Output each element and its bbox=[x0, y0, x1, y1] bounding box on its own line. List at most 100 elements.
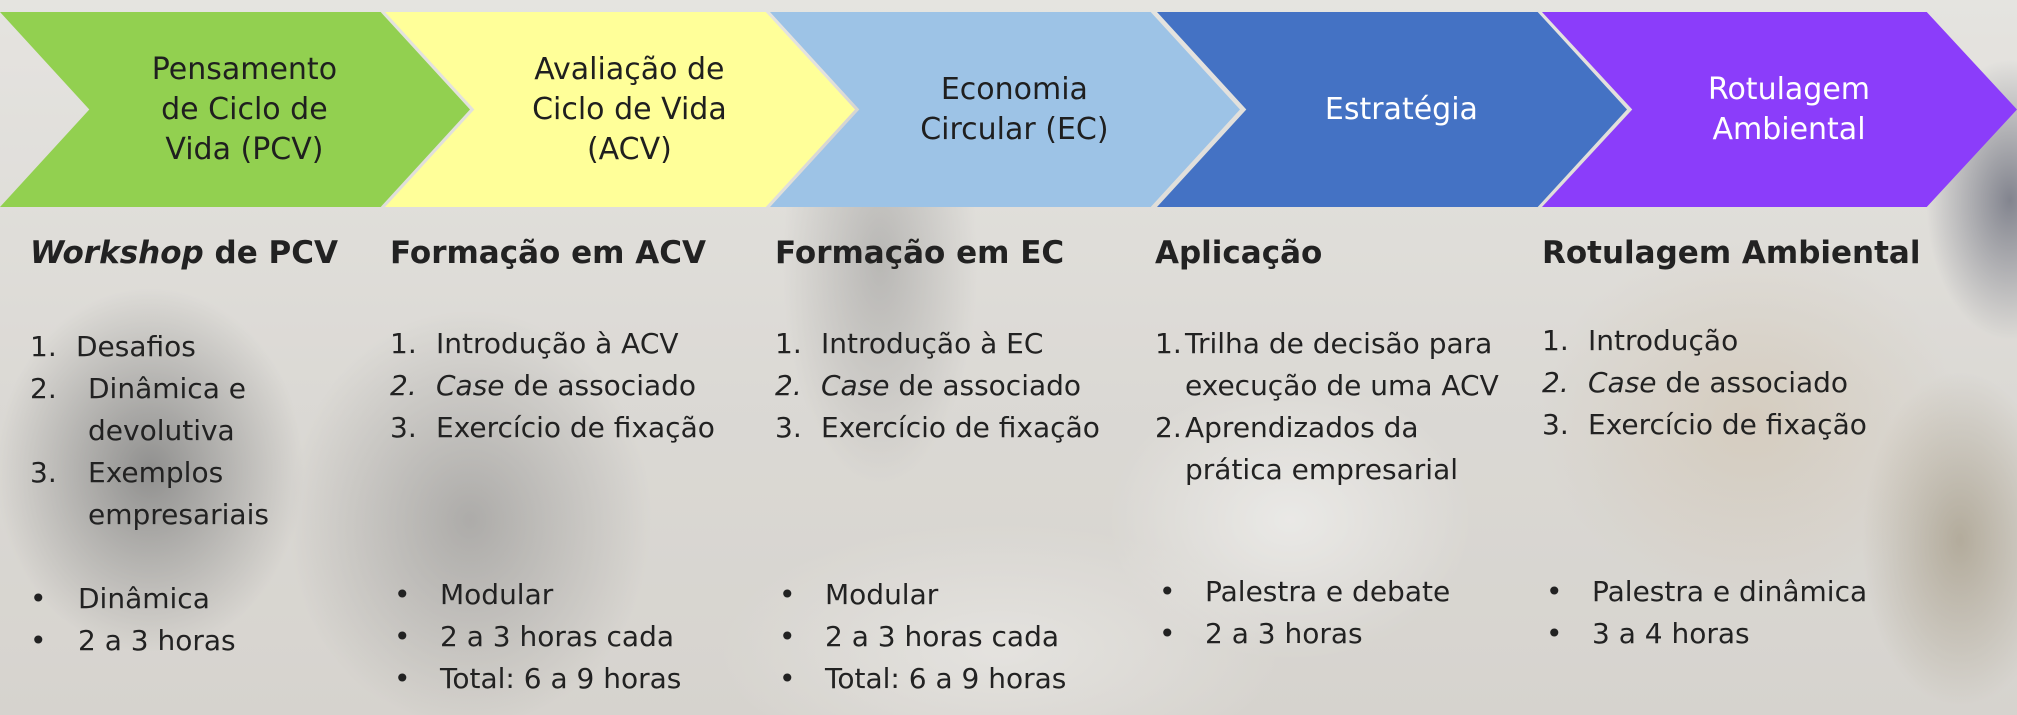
step-item: 2. Case de associado bbox=[390, 365, 730, 407]
fact-text: 3 a 4 horas bbox=[1592, 617, 1750, 650]
stage-label: Estratégia bbox=[1324, 91, 1478, 127]
step-text: Exercício de fixação bbox=[821, 411, 1100, 444]
column-aplicacao: Aplicação 1.Trilha de decisão para execu… bbox=[1155, 228, 1499, 650]
step-text: Introdução à ACV bbox=[436, 327, 679, 360]
step-text: Introdução à EC bbox=[821, 327, 1044, 360]
stage-label: Economia Circular (EC) bbox=[920, 71, 1109, 147]
bullet-icon: • bbox=[1159, 575, 1176, 608]
bullet-icon: • bbox=[1159, 617, 1176, 650]
fact-text: Total: 6 a 9 horas bbox=[440, 662, 682, 695]
steps-list: 1.Introdução à EC 2.Case de associado 3.… bbox=[775, 323, 1115, 449]
step-number: 1. bbox=[30, 330, 57, 363]
bullet-icon: • bbox=[1546, 575, 1563, 608]
fact-item: • 3 a 4 horas bbox=[1542, 613, 1882, 655]
bullet-icon: • bbox=[30, 582, 47, 615]
fact-item: • Palestra e dinâmica bbox=[1542, 571, 1882, 613]
fact-item: •Dinâmica bbox=[30, 578, 290, 620]
column-heading: Workshop de PCV bbox=[30, 228, 338, 278]
fact-text: 2 a 3 horas bbox=[78, 624, 236, 657]
step-italic: Case bbox=[821, 369, 890, 402]
step-item: 1. Introdução à EC bbox=[775, 323, 1115, 365]
step-text: Dinâmica e devolutiva bbox=[88, 372, 246, 447]
step-number: 3. bbox=[30, 456, 57, 489]
step-item: 1.Trilha de decisão para execução de uma… bbox=[1155, 323, 1500, 407]
step-number: 2. bbox=[775, 369, 802, 402]
stage-label: Rotulagem Ambiental bbox=[1707, 71, 1871, 147]
column-heading: Formação em EC bbox=[775, 235, 1065, 271]
bullet-icon: • bbox=[779, 662, 796, 695]
facts-list: •Dinâmica • 2 a 3 horas bbox=[30, 578, 290, 662]
fact-item: • Modular bbox=[390, 574, 730, 616]
step-text: de associado bbox=[1656, 366, 1849, 399]
heading-text: de PCV bbox=[203, 235, 338, 271]
column-formacao-ec: Formação em EC 1.Introdução à EC 2.Case … bbox=[775, 228, 1100, 695]
bullet-icon: • bbox=[30, 624, 47, 657]
fact-item: • Modular bbox=[775, 574, 1115, 616]
step-item: 2. Case de associado bbox=[1542, 362, 1882, 404]
step-number: 1. bbox=[390, 327, 417, 360]
step-italic: Case bbox=[1588, 366, 1657, 399]
step-number: 1. bbox=[1155, 327, 1182, 360]
column-heading: Formação em ACV bbox=[390, 235, 706, 271]
fact-text: Modular bbox=[440, 578, 554, 611]
step-item: 3. Exemplos empresariais bbox=[30, 452, 290, 536]
stage-label: Pensamento de Ciclo de Vida (PCV) bbox=[151, 51, 338, 167]
step-text: Exercício de fixação bbox=[1588, 408, 1867, 441]
column-workshop-pcv: Workshop de PCV 1. Desafios 2. Dinâmica e … bbox=[30, 228, 338, 657]
fact-text: Modular bbox=[825, 578, 939, 611]
step-number: 2. bbox=[30, 372, 57, 405]
bullet-icon: • bbox=[394, 578, 411, 611]
fact-text: 2 a 3 horas bbox=[1205, 617, 1363, 650]
fact-text: Total: 6 a 9 horas bbox=[825, 662, 1067, 695]
fact-text: Palestra e dinâmica bbox=[1592, 575, 1868, 608]
facts-list: • Palestra e debate • 2 a 3 horas bbox=[1155, 571, 1495, 655]
steps-list: 1. Desafios 2. Dinâmica e devolutiva 3. Exe… bbox=[30, 326, 290, 536]
step-number: 1. bbox=[775, 327, 802, 360]
step-number: 2. bbox=[1155, 411, 1182, 444]
step-number: 3. bbox=[390, 411, 417, 444]
step-number: 2. bbox=[1542, 366, 1569, 399]
step-text: Introdução bbox=[1588, 324, 1739, 357]
bullet-icon: • bbox=[1546, 617, 1563, 650]
steps-list: 1. Introdução 2. Case de associado 3. Exerc… bbox=[1542, 320, 1882, 446]
column-heading: Rotulagem Ambiental bbox=[1542, 235, 1921, 271]
step-text: Aprendizados da prática empresarial bbox=[1185, 411, 1459, 486]
fact-text: Palestra e debate bbox=[1205, 575, 1451, 608]
bullet-icon: • bbox=[394, 662, 411, 695]
bullet-icon: • bbox=[779, 578, 796, 611]
facts-list: • Palestra e dinâmica • 3 a 4 horas bbox=[1542, 571, 1882, 655]
step-item: 1. Introdução à ACV bbox=[390, 323, 730, 365]
fact-item: • Total: 6 a 9 horas bbox=[390, 658, 730, 700]
step-item: 3. Exercício de fixação bbox=[1542, 404, 1882, 446]
step-item: 2.Aprendizados da prática empresarial bbox=[1155, 407, 1500, 491]
fact-text: 2 a 3 horas cada bbox=[440, 620, 675, 653]
fact-text: 2 a 3 horas cada bbox=[825, 620, 1060, 653]
bullet-icon: • bbox=[394, 620, 411, 653]
heading-italic: Workshop bbox=[30, 235, 204, 271]
column-formacao-acv: Formação em ACV 1. Introdução à ACV 2. Cas… bbox=[390, 228, 715, 695]
step-italic: Case bbox=[436, 369, 505, 402]
steps-list: 1.Trilha de decisão para execução de uma… bbox=[1155, 323, 1500, 491]
step-text: Trilha de decisão para execução de uma A… bbox=[1185, 327, 1499, 402]
step-number: 3. bbox=[1542, 408, 1569, 441]
facts-list: • Modular • 2 a 3 horas cada • Total: 6 a 9… bbox=[390, 574, 730, 700]
step-text: Desafios bbox=[76, 330, 196, 363]
step-item: 1. Desafios bbox=[30, 326, 290, 368]
step-text: Exercício de fixação bbox=[436, 411, 715, 444]
step-number: 3. bbox=[775, 411, 802, 444]
stage-label: Avaliação de Ciclo de Vida (ACV) bbox=[532, 51, 727, 167]
step-item: 2. Dinâmica e devolutiva bbox=[30, 368, 290, 452]
step-item: 1. Introdução bbox=[1542, 320, 1882, 362]
facts-list: • Modular • 2 a 3 horas cada • Total: 6 a 9… bbox=[775, 574, 1115, 700]
fact-item: • Palestra e debate bbox=[1155, 571, 1495, 613]
step-number: 2. bbox=[390, 369, 417, 402]
step-text: de associado bbox=[504, 369, 697, 402]
step-number: 1. bbox=[1542, 324, 1569, 357]
fact-item: • Total: 6 a 9 horas bbox=[775, 658, 1115, 700]
step-text: Exemplos empresariais bbox=[88, 456, 269, 531]
fact-item: • 2 a 3 horas bbox=[30, 620, 290, 662]
fact-item: • 2 a 3 horas bbox=[1155, 613, 1495, 655]
step-item: 2.Case de associado bbox=[775, 365, 1115, 407]
step-item: 3. Exercício de fixação bbox=[775, 407, 1115, 449]
fact-item: • 2 a 3 horas cada bbox=[390, 616, 730, 658]
